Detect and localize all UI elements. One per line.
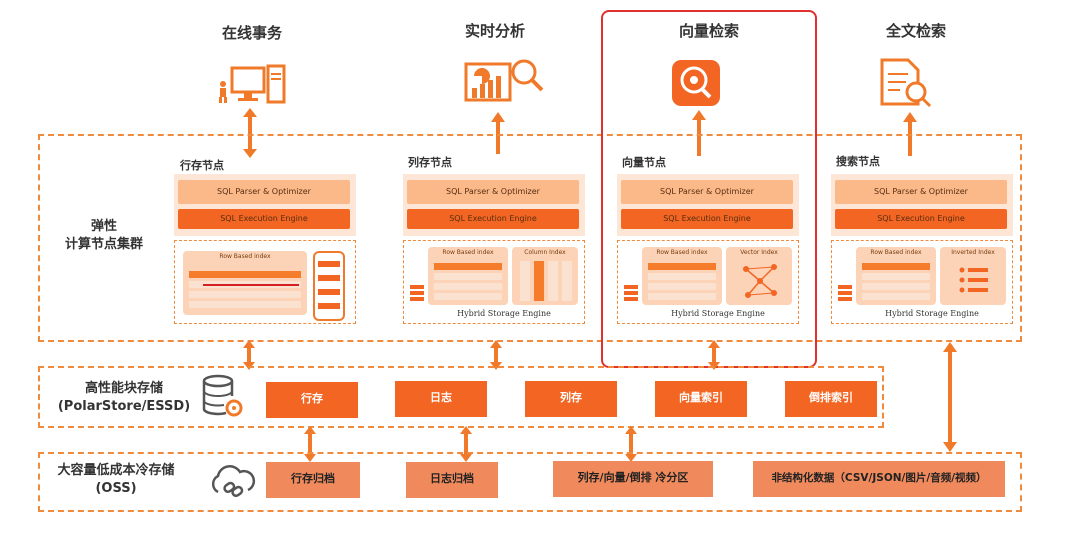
node-label-search: 搜索节点 xyxy=(836,155,880,168)
row-index-panel: Row Based index xyxy=(428,247,508,305)
disk-stack-icon xyxy=(838,285,852,303)
compute-cluster xyxy=(38,134,1022,342)
compute-label-line2: 计算节点集群 xyxy=(64,237,143,252)
node-label-col: 列存节点 xyxy=(408,156,452,169)
storage-row: Row Based index xyxy=(174,240,356,324)
analytics-icon xyxy=(464,59,544,102)
hybrid-engine-label: Hybrid Storage Engine xyxy=(885,309,979,318)
vector-index-panel: Vector Index xyxy=(726,247,792,305)
hybrid-engine-label: Hybrid Storage Engine xyxy=(457,309,551,318)
block-item-log: 日志 xyxy=(395,381,487,417)
sql-exec: SQL Execution Engine xyxy=(407,209,579,229)
oss-label-line2: (OSS) xyxy=(95,481,137,496)
disk-stack-icon xyxy=(624,285,638,303)
sql-parser: SQL Parser & Optimizer xyxy=(835,180,1007,204)
engine-block-vector: SQL Parser & Optimizer SQL Execution Eng… xyxy=(617,174,799,236)
vector-index-caption: Vector Index xyxy=(740,249,778,256)
document-search-icon xyxy=(880,58,932,108)
hybrid-engine-label: Hybrid Storage Engine xyxy=(671,309,765,318)
arrow-up xyxy=(692,110,706,156)
column-index-caption: Column Index xyxy=(524,249,566,256)
arrow-up xyxy=(903,112,917,156)
storage-col: Row Based index Column Index Hybrid Stor… xyxy=(403,240,585,324)
arrow-bidirectional xyxy=(625,426,637,462)
sql-parser: SQL Parser & Optimizer xyxy=(407,180,579,204)
row-index-panel: Row Based index xyxy=(183,251,307,315)
block-label-line1: 高性能块存储 xyxy=(84,381,163,396)
oss-layer xyxy=(38,452,1022,512)
list-icon xyxy=(959,267,988,293)
computer-user-icon xyxy=(219,64,286,104)
arrow-bidirectional-long xyxy=(943,342,957,452)
block-item-row: 行存 xyxy=(266,382,358,418)
title-olap: 实时分析 xyxy=(464,22,525,40)
sql-exec: SQL Execution Engine xyxy=(178,209,350,229)
node-label-vector: 向量节点 xyxy=(622,156,666,169)
oss-label-line1: 大容量低成本冷存储 xyxy=(57,463,175,478)
block-item-column: 列存 xyxy=(525,381,617,417)
node-label-row: 行存节点 xyxy=(180,159,224,172)
title-vector: 向量检索 xyxy=(678,22,739,40)
storage-vector: Row Based index Vector Index Hybrid Stor… xyxy=(617,240,799,324)
title-oltp: 在线事务 xyxy=(221,24,282,42)
row-index-panel: Row Based index xyxy=(856,247,936,305)
inverted-index-panel: Inverted Index xyxy=(940,247,1006,305)
oss-item-log-archive: 日志归档 xyxy=(406,462,498,498)
row-index-caption: Row Based index xyxy=(870,249,922,256)
storage-search: Row Based index Inverted Index Hybrid St… xyxy=(831,240,1013,324)
row-index-caption: Row Based index xyxy=(442,249,494,256)
database-gear-icon xyxy=(202,374,243,417)
row-index-panel: Row Based index xyxy=(642,247,722,305)
arrow-up xyxy=(491,112,505,154)
block-storage-layer xyxy=(38,366,884,428)
log-stack xyxy=(313,251,345,321)
engine-block-col: SQL Parser & Optimizer SQL Execution Eng… xyxy=(403,174,585,236)
engine-block-row: SQL Parser & Optimizer SQL Execution Eng… xyxy=(174,174,356,236)
engine-block-search: SQL Parser & Optimizer SQL Execution Eng… xyxy=(831,174,1013,236)
disk-stack-icon xyxy=(410,285,424,303)
oss-item-cold-partition: 列存/向量/倒排 冷分区 xyxy=(553,461,713,497)
compute-layer-label: 弹性 计算节点集群 xyxy=(52,218,156,254)
block-item-inverted-index: 倒排索引 xyxy=(785,381,877,417)
row-index-caption: Row Based index xyxy=(656,249,708,256)
sql-exec: SQL Execution Engine xyxy=(621,209,793,229)
oss-layer-label: 大容量低成本冷存储 (OSS) xyxy=(36,462,196,498)
arrow-bidirectional xyxy=(243,108,257,158)
sql-parser: SQL Parser & Optimizer xyxy=(621,180,793,204)
compute-label-line1: 弹性 xyxy=(90,219,117,234)
oss-item-unstructured: 非结构化数据（CSV/JSON/图片/音频/视频） xyxy=(753,461,1005,497)
block-layer-label: 高性能块存储 (PolarStore/ESSD) xyxy=(40,380,208,416)
block-item-vector-index: 向量索引 xyxy=(655,381,747,417)
vector-search-icon xyxy=(672,60,720,106)
sql-parser: SQL Parser & Optimizer xyxy=(178,180,350,204)
graph-network-icon xyxy=(743,264,777,298)
cloud-link-icon xyxy=(211,465,256,498)
inverted-index-caption: Inverted Index xyxy=(951,249,995,256)
row-index-caption: Row Based index xyxy=(219,253,271,260)
column-index-panel: Column Index xyxy=(512,247,578,305)
block-label-line2: (PolarStore/ESSD) xyxy=(57,399,191,414)
arrow-bidirectional xyxy=(304,426,316,462)
arrow-bidirectional xyxy=(460,426,472,462)
title-fulltext: 全文检索 xyxy=(885,22,946,40)
sql-exec: SQL Execution Engine xyxy=(835,209,1007,229)
oss-item-row-archive: 行存归档 xyxy=(266,462,360,498)
